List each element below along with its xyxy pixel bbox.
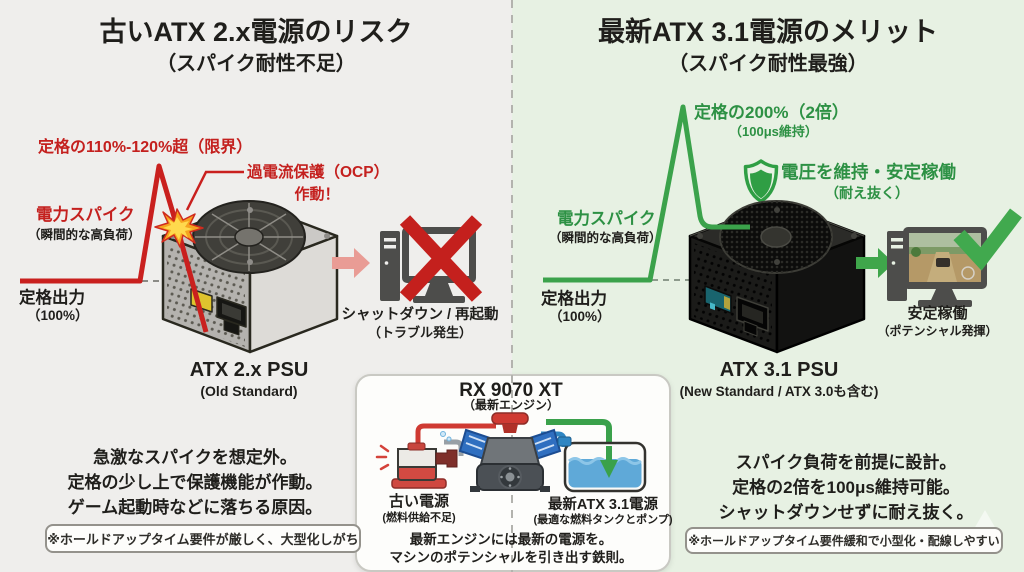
old-limit-label: 定格の110%-120%超（限界）: [38, 139, 253, 156]
new-tank-sublabel: (最適な燃料タンクとポンプ): [533, 514, 673, 526]
new-spike-sublabel: （瞬間的な高負荷）: [549, 231, 662, 245]
old-pump-sublabel: (燃料供給不足): [382, 512, 456, 524]
new-peak-sublabel: （100μs維持）: [729, 124, 818, 139]
old-rated-sublabel: （100%）: [27, 308, 89, 323]
new-peak-label: 定格の200%（2倍）: [694, 103, 849, 122]
new-outcome-sublabel: （ポテンシャル発揮）: [877, 324, 998, 338]
new-rated-label: 定格出力: [541, 290, 607, 308]
card-caption: 最新エンジンには最新の電源を。 マシンのポテンシャルを引き出す鉄則。: [361, 531, 661, 567]
shield-sublabel: （耐え抜く）: [825, 185, 909, 201]
shield-label: 電圧を維持・安定稼働: [781, 162, 956, 182]
ocp-label2: 作動！: [294, 186, 340, 203]
old-pump-label: 古い電源: [388, 493, 449, 510]
card-caption-line2: マシンのポテンシャルを引き出す鉄則。: [389, 550, 633, 565]
card-caption-line1: 最新エンジンには最新の電源を。: [409, 532, 613, 547]
old-description: 急激なスパイクを想定外。 定格の少し上で保護機能が作動。 ゲーム起動時などに落ち…: [20, 445, 370, 520]
new-note-box: ※ホールドアップタイム要件緩和で小型化・配線しやすい: [685, 527, 1003, 554]
old-panel-subtitle: （スパイク耐性不足）: [156, 53, 356, 75]
new-desc-line1: スパイク負荷を前提に設計。: [735, 453, 957, 472]
new-rated-sublabel: （100%）: [549, 309, 611, 324]
old-rated-label: 定格出力: [19, 289, 85, 307]
new-outcome-label: 安定稼働: [907, 305, 968, 322]
old-desc-line2: 定格の少し上で保護機能が作動。: [67, 473, 323, 492]
new-panel-title: 最新ATX 3.1電源のメリット: [597, 17, 939, 47]
ocp-label: 過電流保護（OCP）: [247, 164, 390, 181]
old-psu-name: ATX 2.x PSU: [189, 359, 309, 381]
old-outcome-sublabel: （トラブル発生）: [367, 325, 472, 340]
new-panel-subtitle: （スパイク耐性最強）: [668, 53, 868, 75]
new-psu-name: ATX 3.1 PSU: [719, 359, 839, 381]
old-psu-standard: (Old Standard): [200, 383, 298, 399]
new-desc-line2: 定格の2倍を100μs維持可能。: [732, 478, 960, 497]
old-desc-line3: ゲーム起動時などに落ちる原因。: [67, 498, 323, 517]
old-desc-line1: 急激なスパイクを想定外。: [93, 448, 297, 467]
old-note-box: ※ホールドアップタイム要件が厳しく、大型化しがち: [45, 524, 361, 553]
new-tank-label: 最新ATX 3.1電源: [547, 497, 659, 513]
new-psu-standard: (New Standard / ATX 3.0も含む): [679, 384, 879, 399]
old-spike-label: 電力スパイク: [36, 206, 135, 224]
old-outcome-label: シャットダウン / 再起動: [341, 307, 499, 323]
new-desc-line3: シャットダウンせずに耐え抜く。: [718, 503, 974, 522]
old-spike-sublabel: （瞬間的な高負荷）: [28, 228, 141, 242]
new-description: スパイク負荷を前提に設計。 定格の2倍を100μs維持可能。 シャットダウンせず…: [672, 450, 1020, 525]
card-subtitle: （最新エンジン）: [462, 398, 559, 412]
new-spike-label: 電力スパイク: [557, 210, 656, 228]
old-panel-title: 古いATX 2.x電源のリスク: [99, 17, 413, 47]
